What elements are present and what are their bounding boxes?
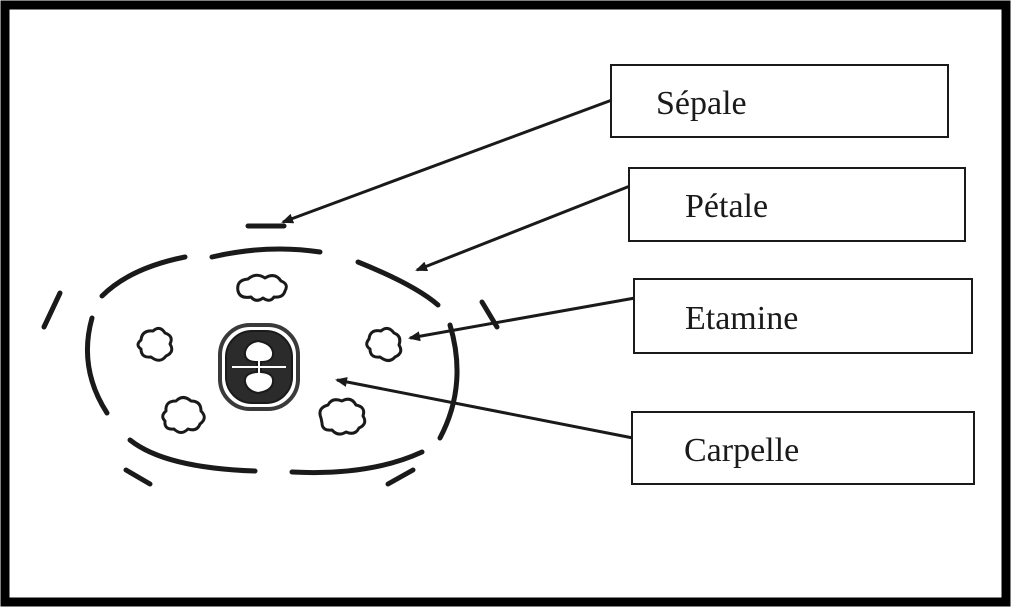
label-etamine: Etamine [633, 278, 973, 354]
carpel-outline [218, 323, 300, 411]
petal-arc-6 [85, 315, 110, 416]
petal-arc-5 [127, 437, 258, 474]
label-carpelle: Carpelle [631, 411, 975, 485]
label-text-etamine: Etamine [685, 300, 798, 337]
petal-arc-1 [209, 246, 323, 260]
petal-arc-3 [437, 322, 460, 441]
stamen-bottom-left [161, 396, 206, 434]
label-text-carpelle: Carpelle [684, 432, 799, 469]
stamen-top [236, 273, 288, 302]
label-box-petale [628, 167, 966, 242]
label-box-carpelle [631, 411, 975, 485]
sepal-bottom-right [385, 467, 416, 487]
sepal-left [41, 290, 63, 330]
label-sepale: Sépale [610, 64, 949, 138]
petal-arc-7 [99, 254, 188, 299]
label-box-sepale [610, 64, 949, 138]
label-petale: Pétale [628, 167, 966, 242]
arrow-petale [415, 184, 631, 272]
stamen-group [136, 273, 403, 436]
stamen-bottom-right [318, 397, 367, 436]
label-text-sepale: Sépale [656, 85, 747, 122]
carpel [218, 323, 300, 411]
petal-arc-4 [289, 449, 425, 476]
arrow-etamine [408, 296, 636, 342]
sepal-whorl [41, 223, 500, 487]
stamen-left [136, 326, 174, 362]
sepal-bottom-left [123, 467, 153, 487]
arrows [281, 98, 636, 440]
label-text-petale: Pétale [685, 188, 768, 225]
arrow-carpelle [335, 377, 634, 440]
petal-whorl [85, 246, 460, 476]
petal-arc-2 [355, 259, 441, 308]
arrow-sepale [281, 98, 613, 224]
label-box-etamine [633, 278, 973, 354]
stamen-right [365, 326, 403, 362]
